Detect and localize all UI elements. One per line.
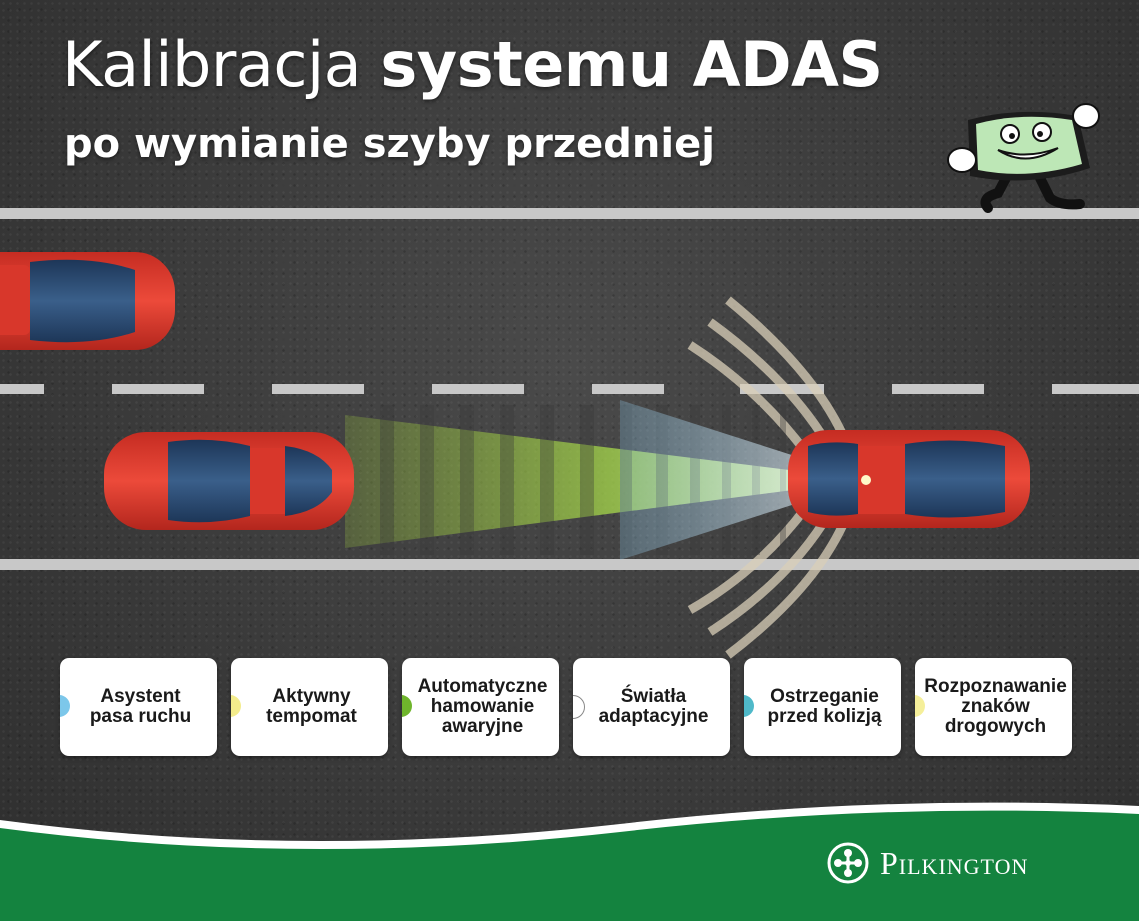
feature-indicator-dot (744, 695, 754, 717)
pilkington-brand: Pilkington (826, 840, 1028, 886)
feature-indicator-dot (915, 695, 925, 717)
footer-green-wave (0, 802, 1139, 921)
feature-label: Asystent pasa ruchu (89, 686, 192, 727)
car-top-left (0, 252, 175, 350)
car-following (104, 432, 354, 530)
center-dashed-line (0, 384, 1139, 394)
feature-card-sign-recognition: Rozpoznawanie znaków drogowych (915, 658, 1072, 756)
top-lane-line (0, 208, 1139, 219)
pilkington-logo-icon (827, 842, 869, 884)
adas-feature-list: Asystent pasa ruchu Aktywny tempomat Aut… (60, 658, 1080, 758)
feature-indicator-dot (231, 695, 241, 717)
car-leading (788, 430, 1030, 528)
feature-label: Aktywny tempomat (266, 686, 357, 727)
feature-indicator-dot (402, 695, 412, 717)
feature-indicator-dot (573, 695, 585, 719)
feature-card-emergency-braking: Automatyczne hamowanie awaryjne (402, 658, 559, 756)
feature-card-adaptive-lights: Światła adaptacyjne (573, 658, 730, 756)
feature-label: Rozpoznawanie znaków drogowych (924, 676, 1067, 737)
feature-indicator-dot (60, 695, 70, 717)
lidar-beam-blue (620, 400, 870, 560)
page-title: Kalibracja systemu ADAS (62, 28, 883, 101)
windscreen-mascot-icon (947, 103, 1100, 213)
feature-card-collision-warning: Ostrzeganie przed kolizją (744, 658, 901, 756)
feature-card-cruise-control: Aktywny tempomat (231, 658, 388, 756)
radar-waves (687, 296, 851, 659)
page-subtitle: po wymianie szyby przedniej (64, 121, 715, 167)
brand-name: Pilkington (880, 844, 1029, 881)
feature-card-lane-assist: Asystent pasa ruchu (60, 658, 217, 756)
feature-label: Światła adaptacyjne (598, 686, 709, 727)
bottom-lane-line (0, 559, 1139, 570)
camera-beam-green (345, 415, 870, 548)
feature-label: Automatyczne hamowanie awaryjne (417, 676, 548, 737)
feature-label: Ostrzeganie przed kolizją (767, 686, 882, 727)
